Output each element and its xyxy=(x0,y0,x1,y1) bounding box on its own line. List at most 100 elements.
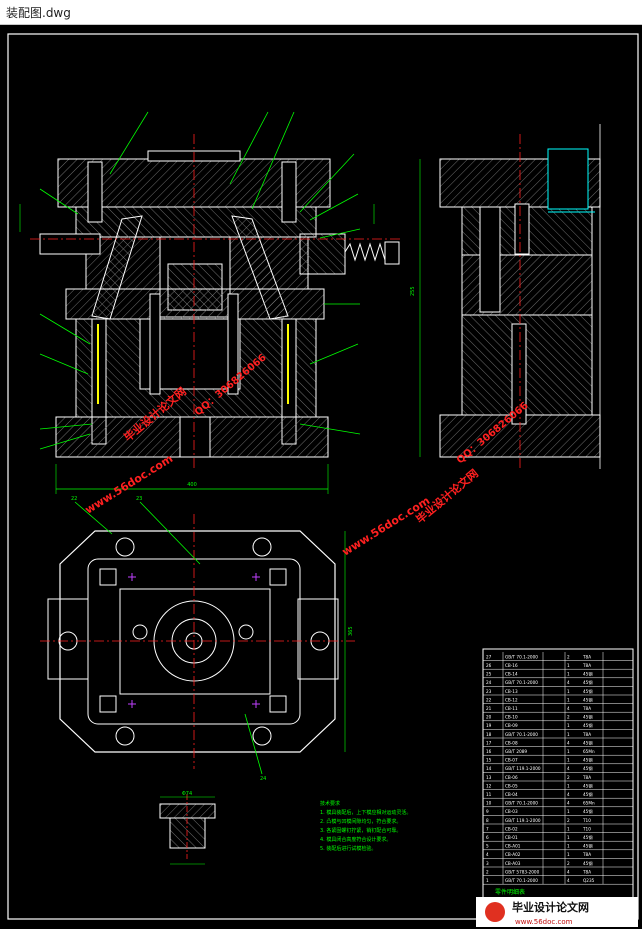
part-dim-top: Φ74 xyxy=(182,791,192,797)
plan-balloon-24: 24 xyxy=(260,776,266,782)
logo-text: 毕业设计论文网 xyxy=(512,900,589,914)
bom-cell-material: 45钢 xyxy=(583,679,593,686)
bom-cell-material: 45钢 xyxy=(583,808,593,815)
bom-cell-code: GB/T 2089 xyxy=(505,749,527,754)
bom-cell-material: T8A xyxy=(582,663,591,668)
bom-cell-qty: 1 xyxy=(567,844,570,849)
bom-cell-no: 12 xyxy=(486,783,492,788)
bom-cell-code: GB/T 70.1-2000 xyxy=(505,801,538,806)
dim-width: 400 xyxy=(187,482,197,488)
part-detail-view: Φ74 xyxy=(159,791,216,865)
technical-notes: 技术要求 1. 模具装配后，上下模应相对运动灵活。 2. 凸模与凹模间隙均匀，符… xyxy=(320,800,411,852)
logo-emblem-icon xyxy=(485,902,505,922)
bom-cell-no: 4 xyxy=(486,852,489,857)
bom-cell-qty: 4 xyxy=(567,740,570,745)
bom-cell-code: CB-08 xyxy=(505,740,518,745)
bom-cell-qty: 1 xyxy=(567,835,570,840)
bom-cell-code: CB-14 xyxy=(505,672,518,677)
bom-cell-code: CB-A01 xyxy=(505,844,521,849)
bom-cell-no: 11 xyxy=(486,792,492,797)
bom-cell-qty: 1 xyxy=(567,689,570,694)
bom-cell-code: GB/T 5783-2000 xyxy=(505,869,540,874)
bom-cell-no: 15 xyxy=(486,758,492,763)
plan-balloon-22: 22 xyxy=(71,496,77,502)
notes-line-5: 5. 装配后进行试模检验。 xyxy=(320,845,376,852)
bom-cell-no: 10 xyxy=(486,801,492,806)
dim-plan: 365 xyxy=(348,626,354,636)
bom-cell-code: GB/T 119.1-2000 xyxy=(505,766,541,771)
bom-cell-qty: 2 xyxy=(567,775,570,780)
bom-cell-no: 26 xyxy=(486,663,492,668)
bom-cell-qty: 2 xyxy=(567,654,570,659)
notes-line-3: 3. 各紧固螺钉拧紧，销钉配合可靠。 xyxy=(320,827,401,834)
bom-cell-qty: 1 xyxy=(567,697,570,702)
front-section-view: 400 xyxy=(19,111,400,494)
bom-cell-qty: 4 xyxy=(567,766,570,771)
bom-cell-no: 1 xyxy=(486,878,489,883)
bom-cell-code: GB/T 119.1-2000 xyxy=(505,818,541,823)
bom-cell-material: T8A xyxy=(582,706,591,711)
bom-cell-qty: 1 xyxy=(567,749,570,754)
bom-cell-qty: 2 xyxy=(567,861,570,866)
bom-cell-no: 27 xyxy=(486,654,492,659)
bom-cell-material: 65Mn xyxy=(583,801,595,806)
bom-cell-no: 20 xyxy=(486,715,492,720)
bom-cell-material: 45钢 xyxy=(583,791,593,798)
bom-cell-no: 6 xyxy=(486,835,489,840)
bom-cell-material: 45钢 xyxy=(583,765,593,772)
side-section-view: 255 xyxy=(410,124,601,469)
bom-cell-code: CB-01 xyxy=(505,835,518,840)
bom-cell-code: CB-06 xyxy=(505,775,518,780)
bom-cell-qty: 1 xyxy=(567,826,570,831)
bom-cell-material: T8A xyxy=(582,869,591,874)
bom-cell-no: 22 xyxy=(486,697,492,702)
bom-cell-no: 8 xyxy=(486,818,489,823)
bom-cell-material: 45钢 xyxy=(583,696,593,703)
bom-cell-code: GB/T 70.1-2000 xyxy=(505,878,538,883)
bom-cell-qty: 1 xyxy=(567,758,570,763)
bom-cell-code: CB-09 xyxy=(505,723,518,728)
bom-cell-qty: 1 xyxy=(567,852,570,857)
bom-cell-material: 45钢 xyxy=(583,860,593,867)
bom-cell-no: 3 xyxy=(486,861,489,866)
bom-cell-code: CB-A02 xyxy=(505,852,521,857)
bom-cell-no: 23 xyxy=(486,689,492,694)
bom-cell-material: 45钢 xyxy=(583,739,593,746)
bom-cell-no: 13 xyxy=(486,775,492,780)
bom-cell-no: 25 xyxy=(486,672,492,677)
bom-cell-qty: 1 xyxy=(567,663,570,668)
bom-cell-material: T8A xyxy=(582,654,591,659)
bom-cell-qty: 1 xyxy=(567,783,570,788)
bom-cell-material: 45钢 xyxy=(583,722,593,729)
bom-cell-no: 14 xyxy=(486,766,492,771)
bom-cell-no: 7 xyxy=(486,826,489,831)
window-title: 装配图.dwg xyxy=(6,6,71,20)
cad-drawing-canvas[interactable]: 400 255 xyxy=(0,24,642,929)
watermark-site-1: www.56doc.com xyxy=(83,452,176,517)
bom-cell-qty: 4 xyxy=(567,869,570,874)
notes-line-4: 4. 模具闭合高度符合设计要求。 xyxy=(320,836,391,843)
bom-cell-code: GB/T 70.1-2000 xyxy=(505,732,538,737)
bom-cell-material: 45钢 xyxy=(583,843,593,850)
notes-title: 技术要求 xyxy=(320,800,340,807)
bom-cell-qty: 2 xyxy=(567,715,570,720)
bom-cell-qty: 2 xyxy=(567,818,570,823)
bom-cell-qty: 1 xyxy=(567,723,570,728)
bom-cell-material: T8A xyxy=(582,852,591,857)
bom-cell-material: 45钢 xyxy=(583,688,593,695)
plan-balloon-23: 23 xyxy=(136,496,142,502)
bom-footer-label: 零件明细表 xyxy=(495,888,525,896)
bom-cell-material: T8A xyxy=(582,732,591,737)
bom-cell-qty: 4 xyxy=(567,792,570,797)
bom-cell-code: CB-07 xyxy=(505,758,518,763)
bom-cell-qty: 4 xyxy=(567,706,570,711)
bom-cell-no: 5 xyxy=(486,844,489,849)
bom-cell-code: CB-11 xyxy=(505,706,518,711)
plan-view: 365 22 23 24 xyxy=(40,496,355,782)
bom-cell-material: 45钢 xyxy=(583,834,593,841)
notes-line-2: 2. 凸模与凹模间隙均匀，符合要求。 xyxy=(320,818,401,825)
bom-cell-material: T10 xyxy=(582,818,591,823)
bom-cell-code: CB-12 xyxy=(505,697,518,702)
bom-cell-code: CB-05 xyxy=(505,783,518,788)
